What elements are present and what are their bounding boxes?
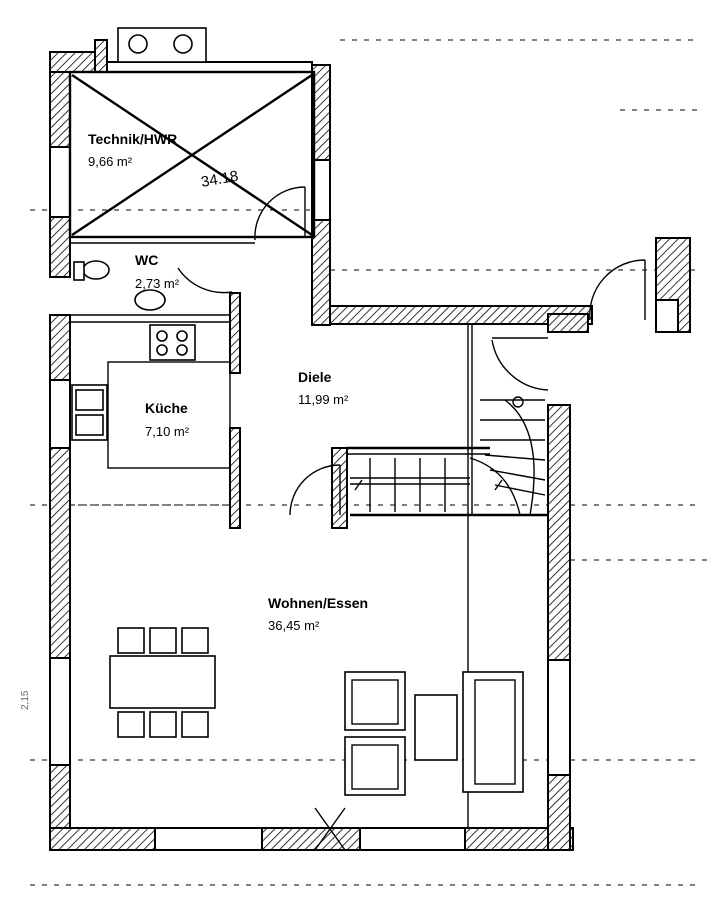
wc-name: WC (135, 252, 158, 268)
technik-mark: 34.18 (200, 168, 240, 191)
wc-area: 2,73 m² (135, 276, 180, 291)
wohnen-name: Wohnen/Essen (268, 595, 368, 611)
dining-furniture (109, 627, 216, 738)
room-labels: Technik/HWR 9,66 m² 34.18 WC 2,73 m² Küc… (20, 131, 368, 710)
kitchen-fixtures (70, 324, 232, 506)
exterior-walls (49, 39, 691, 851)
technik-name: Technik/HWR (88, 131, 177, 147)
diele-area: 11,99 m² (298, 392, 349, 407)
wc-fixtures (73, 260, 166, 311)
kueche-name: Küche (145, 400, 188, 416)
diele-name: Diele (298, 369, 332, 385)
kueche-area: 7,10 m² (145, 424, 190, 439)
left-dimension: 2,15 (20, 690, 31, 710)
top-appliances (117, 27, 207, 63)
technik-cross (71, 74, 313, 236)
background-dashes (30, 39, 710, 886)
living-furniture (344, 671, 524, 796)
staircase (350, 396, 546, 516)
technik-area: 9,66 m² (88, 154, 133, 169)
wohnen-area: 36,45 m² (268, 618, 320, 633)
doors (177, 186, 646, 851)
